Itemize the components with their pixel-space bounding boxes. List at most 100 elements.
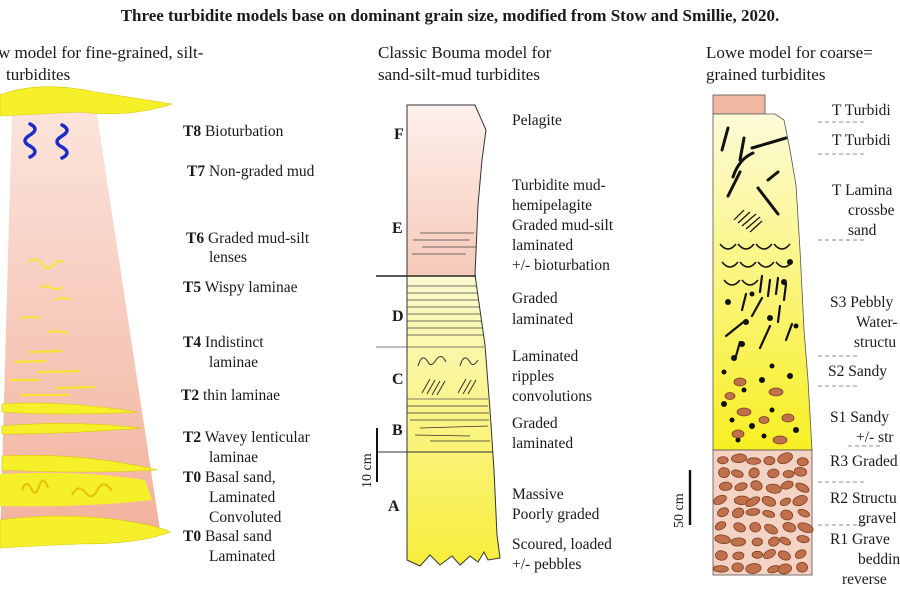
division-c-ripples	[417, 356, 479, 396]
gravel-clast	[718, 467, 730, 479]
unit-t7-label: T7 Non-graded mud	[187, 163, 315, 180]
bouma-e-desc-3: Graded mud-silt	[512, 217, 614, 234]
lowe-unit-r1-line2: beddin	[858, 551, 900, 568]
gravel-clast	[797, 522, 814, 533]
bouma-e-desc-4: laminated	[512, 237, 574, 254]
lowe-dashed-dividers	[818, 121, 880, 526]
gravel-clast	[777, 452, 793, 465]
lowe-unit-r3: R3 Graded	[830, 453, 898, 470]
gravel-clast	[751, 537, 763, 547]
lowe-unit-r2-line1: R2 Structu	[830, 490, 897, 507]
lowe-unit-s2: S2 Sandy	[828, 363, 887, 380]
gravel-clast	[796, 535, 810, 544]
pebbles-dots	[721, 259, 799, 443]
division-letter-f: F	[394, 126, 404, 143]
division-b-laminae	[407, 405, 490, 442]
cross-bedding-hatch	[733, 209, 763, 233]
gravel-clast	[749, 521, 761, 533]
gravel-clast	[751, 550, 764, 559]
gravel-clasts	[712, 452, 814, 575]
gravel-clast	[779, 536, 792, 546]
unit-t0-upper-label-line3: Convoluted	[209, 509, 282, 526]
gravel-clast	[746, 457, 762, 465]
lowe-sand-body	[712, 113, 813, 451]
thin-laminae	[10, 349, 96, 397]
middle-heading-line2: sand-silt-mud turbidites	[378, 65, 540, 84]
gravel-clast	[794, 549, 807, 559]
division-d-laminae	[407, 285, 483, 336]
unit-t4-label-line2: laminae	[209, 354, 259, 371]
bioturbation-burrows	[23, 122, 69, 160]
gravel-clast	[731, 562, 744, 573]
basal-sand-cap	[0, 515, 171, 549]
bouma-c-desc-2: ripples	[512, 368, 555, 385]
lowe-unit-s1-line2: +/- str	[856, 429, 894, 446]
gravel-clast	[764, 523, 778, 535]
lowe-unit-r2-line2: gravel	[858, 510, 897, 527]
bouma-b-desc-1: Graded	[512, 415, 558, 432]
lowe-unit-s1-line1: S1 Sandy	[830, 409, 889, 426]
gravel-clast	[731, 469, 744, 478]
gravel-clast	[748, 467, 760, 479]
bouma-scale-label: 10 cm	[360, 453, 375, 488]
bouma-f-desc: Pelagite	[512, 112, 562, 129]
left-column-body	[0, 108, 160, 545]
bouma-base-desc-2: +/- pebbles	[512, 556, 582, 573]
left-heading-line2: turbidites	[6, 65, 71, 84]
gravel-clast	[733, 522, 746, 533]
division-letter-b: B	[392, 422, 403, 439]
lowe-unit-s3-line3: structu	[854, 334, 897, 351]
gravel-clast	[768, 536, 780, 547]
gravel-clast	[781, 480, 794, 490]
division-letter-a: A	[388, 498, 400, 515]
gravel-clast	[782, 470, 795, 479]
gravel-clast	[713, 494, 727, 505]
left-column	[0, 86, 173, 549]
bouma-d-desc-1: Graded	[512, 290, 558, 307]
gravel-clast	[762, 510, 776, 518]
lowe-unit-3-line2: crossbe	[848, 202, 895, 219]
bouma-upper-mud	[407, 105, 486, 275]
gravel-clast	[717, 507, 729, 518]
unit-t0-upper-label: T0 Basal sand,	[183, 469, 276, 486]
gravel-clast	[719, 481, 733, 491]
unit-t2-wavey-label: T2 Wavey lenticular	[183, 429, 310, 446]
gravel-clast	[717, 456, 729, 465]
gravel-clast	[779, 497, 791, 506]
division-letter-e: E	[392, 220, 403, 237]
unit-t2-thin-label: T2 thin laminae	[181, 387, 281, 404]
unit-t4-label: T4 Indistinct	[183, 334, 264, 351]
right-heading-line1: Lowe model for coarse=	[706, 43, 873, 62]
gravel-clast	[763, 456, 776, 466]
gravel-clast	[745, 563, 762, 574]
division-e-laminae	[412, 232, 476, 255]
lowe-unit-3-line3: sand	[848, 222, 877, 239]
bouma-a-desc-1: Massive	[512, 486, 564, 503]
bouma-c-desc-1: Laminated	[512, 348, 579, 365]
division-letter-c: C	[392, 371, 404, 388]
division-letter-d: D	[392, 308, 404, 325]
lowe-unit-r1-line1: R1 Grave	[830, 531, 890, 548]
gravel-clast	[730, 537, 746, 547]
gravel-clast	[796, 457, 809, 467]
unit-t0-upper-label-line2: Laminated	[209, 489, 276, 506]
unit-t5-label: T5 Wispy laminae	[183, 279, 298, 296]
lamination-marks	[720, 126, 788, 216]
wispy-laminae	[19, 258, 72, 334]
gravel-clast	[734, 482, 748, 492]
unit-t6-label-line2: lenses	[209, 249, 247, 266]
convolutions	[20, 479, 113, 498]
lowe-unit-s3-line1: S3 Pebbly	[830, 294, 894, 311]
gravel-clast	[750, 480, 763, 491]
gravel-clast	[765, 483, 782, 494]
gravel-clast	[782, 522, 797, 533]
bouma-base-desc-1: Scoured, loaded	[512, 536, 612, 553]
gravel-clast	[777, 563, 792, 575]
unit-t0-lower-label-line2: Laminated	[209, 548, 276, 565]
left-heading-line1: w model for fine-grained, silt-	[0, 43, 204, 62]
lowe-unit-s3-line2: Water-	[856, 314, 898, 331]
gravel-clast	[763, 549, 776, 560]
gravel-clast	[792, 495, 808, 507]
gravel-clast	[797, 508, 810, 518]
